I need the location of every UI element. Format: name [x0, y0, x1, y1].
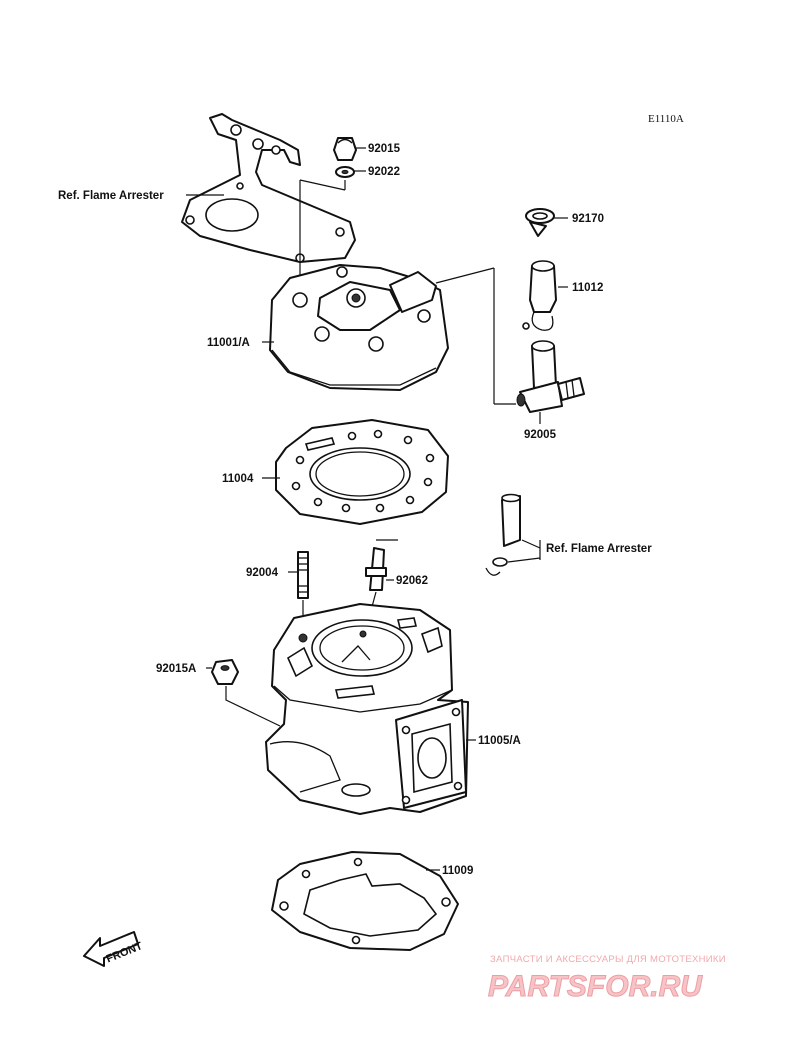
cylinder-head-11001A	[269, 264, 449, 391]
callout-92062: 92062	[396, 575, 428, 587]
diagram-code: E1110A	[648, 113, 684, 125]
watermark-logo: PARTSFOR.RU	[488, 970, 703, 1003]
callout-92004: 92004	[246, 567, 279, 579]
ref-flame-arrester-label-right: Ref. Flame Arrester	[546, 543, 652, 555]
callout-11012: 11012	[572, 282, 603, 294]
callout-92170: 92170	[572, 213, 604, 225]
callout-11005A: 11005/A	[478, 735, 521, 747]
hose-11012	[522, 260, 568, 331]
callout-11004: 11004	[222, 473, 254, 485]
nut-92015	[333, 137, 357, 161]
cylinder-11005A	[265, 603, 476, 815]
front-direction-arrow: FRONT	[83, 931, 145, 967]
callout-92015: 92015	[368, 143, 401, 155]
clamp-92170	[525, 208, 568, 237]
callout-11009: 11009	[442, 865, 473, 877]
fitting-92005	[516, 340, 585, 424]
flame-arrester-bracket	[181, 113, 356, 263]
head-gasket-11004	[262, 419, 449, 525]
nut-92015A	[206, 659, 281, 727]
callout-11001A: 11001/A	[207, 337, 250, 349]
washer-92022	[335, 166, 355, 178]
base-gasket-11009	[271, 851, 459, 951]
callout-92022: 92022	[368, 166, 400, 178]
flame-arrester-pipe	[485, 493, 541, 576]
callout-92005: 92005	[524, 429, 557, 441]
ref-flame-arrester-label-top: Ref. Flame Arrester	[58, 190, 164, 202]
watermark-caption: ЗАПЧАСТИ И АКСЕССУАРЫ ДЛЯ МОТОТЕХНИКИ	[490, 954, 726, 965]
callout-92015A: 92015A	[156, 663, 196, 675]
